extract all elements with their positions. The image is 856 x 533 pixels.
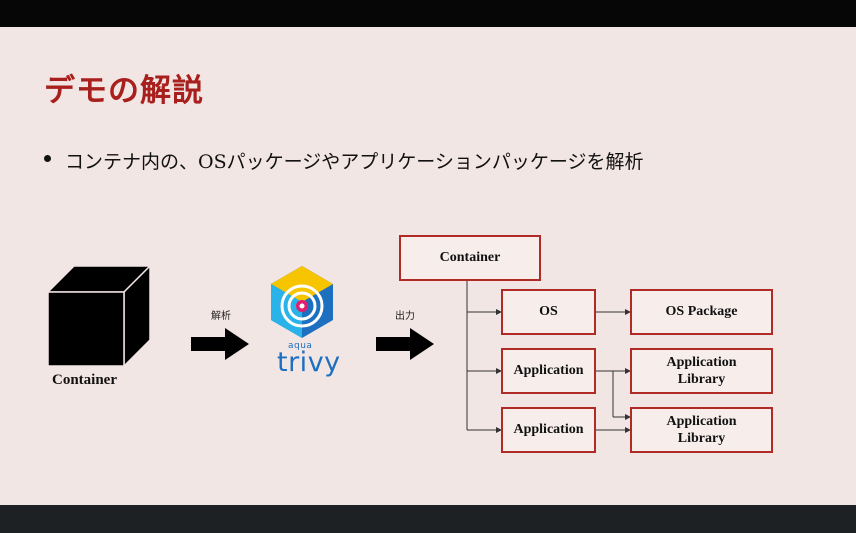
slide-title: デモの解説 — [44, 73, 204, 109]
analyze-arrow-icon — [191, 328, 249, 360]
trivy-logo-icon — [267, 264, 337, 342]
tree-root-container-box: Container — [399, 235, 541, 281]
top-letterbox-bar — [0, 0, 856, 27]
bullet-item: コンテナ内の、OSパッケージやアプリケーションパッケージを解析 — [44, 147, 643, 174]
bottom-player-bar — [0, 505, 856, 533]
analyze-arrow-label: 解析 — [211, 311, 231, 322]
tree-os-box: OS — [501, 289, 596, 335]
input-container-label: Container — [52, 372, 117, 388]
tree-application-box-2: Application — [501, 407, 596, 453]
aqua-wordmark: aqua — [288, 341, 313, 351]
output-arrow-icon — [376, 328, 434, 360]
trivy-wordmark: trivy — [277, 347, 341, 378]
container-cube-icon — [44, 262, 154, 374]
output-arrow-label: 出力 — [395, 311, 415, 322]
bullet-text: コンテナ内の、OSパッケージやアプリケーションパッケージを解析 — [65, 151, 644, 173]
library-1-line1: Application — [666, 354, 737, 370]
tree-os-package-box: OS Package — [630, 289, 773, 335]
library-2-line2: Library — [677, 431, 726, 446]
library-1-line2: Library — [677, 372, 726, 387]
library-2-line1: Application — [666, 413, 737, 429]
tree-application-box-1: Application — [501, 348, 596, 394]
bullet-dot-icon — [44, 155, 51, 162]
